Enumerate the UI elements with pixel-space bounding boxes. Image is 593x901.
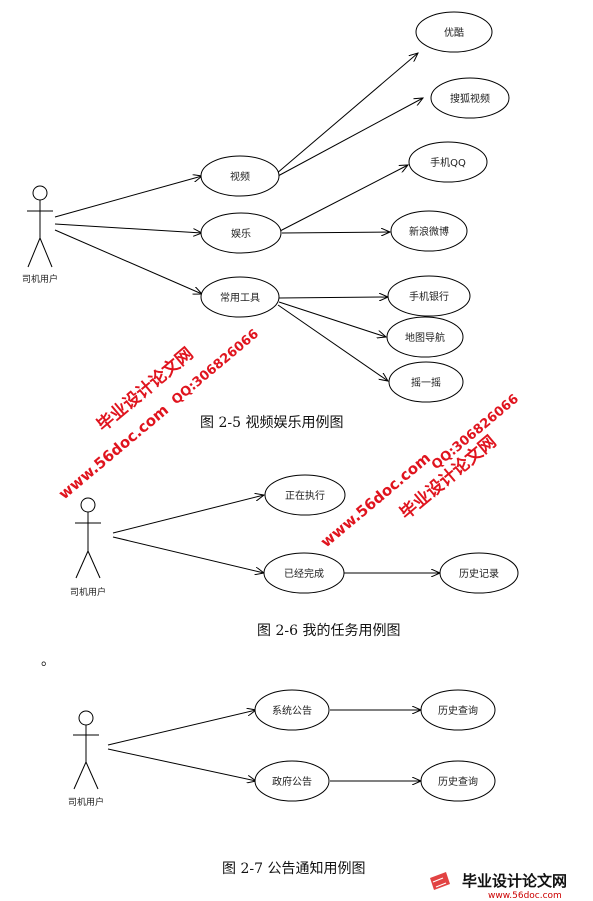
svg-text:视频: 视频: [230, 170, 250, 183]
svg-text:正在执行: 正在执行: [285, 489, 325, 502]
actor-label: 司机用户: [22, 273, 58, 285]
logo-emblem-icon: [430, 872, 450, 890]
use-case-history-query-2: 历史查询: [420, 760, 496, 802]
use-case-history-record: 历史记录: [439, 552, 519, 594]
assoc-actor-video: [54, 176, 202, 218]
actor-label: 司机用户: [68, 796, 104, 808]
svg-text:政府公告: 政府公告: [272, 775, 312, 788]
svg-text:常用工具: 常用工具: [220, 291, 260, 304]
assoc-actor-entertainment: [54, 223, 202, 233]
use-case-sina-weibo: 新浪微博: [390, 210, 468, 252]
caption-figure-2-6: 图 2-6 我的任务用例图: [257, 623, 400, 639]
actor-label: 司机用户: [70, 586, 106, 598]
separator-mark: 。: [41, 653, 55, 669]
figure-2-6: 司机用户 正在执行 已经完成 历史记录 图 2-6 我的任务用例图: [70, 474, 519, 639]
use-case-system-notice: 系统公告: [254, 689, 330, 731]
svg-text:历史查询: 历史查询: [438, 704, 478, 717]
svg-text:优酷: 优酷: [444, 26, 464, 39]
svg-text:系统公告: 系统公告: [272, 704, 312, 717]
assoc-actor-gov: [107, 748, 256, 781]
use-case-video: 视频: [200, 155, 280, 197]
use-case-mobile-bank: 手机银行: [387, 275, 471, 317]
logo-brand: 毕业设计论文网: [462, 872, 567, 890]
actor-driver-user-2: 司机用户: [70, 497, 106, 598]
svg-text:历史查询: 历史查询: [438, 775, 478, 788]
svg-text:搜狐视频: 搜狐视频: [450, 92, 490, 105]
caption-figure-2-5: 图 2-5 视频娱乐用例图: [200, 415, 343, 431]
svg-text:摇一摇: 摇一摇: [411, 376, 441, 389]
assoc-video-sohu: [277, 98, 423, 177]
use-case-map-navigation: 地图导航: [386, 316, 464, 358]
use-case-common-tools: 常用工具: [200, 276, 280, 318]
assoc-video-youku: [275, 53, 418, 175]
actor-driver-user: 司机用户: [22, 185, 58, 285]
use-case-completed: 已经完成: [263, 552, 345, 594]
assoc-actor-tools: [54, 229, 202, 294]
watermark-right: 毕业设计论文网 QQ:306826066 www.56doc.com: [317, 392, 522, 551]
assoc-tools-bank: [278, 297, 388, 298]
figure-2-5: 司机用户 视频 娱乐 常用工具 优酷 搜狐视: [22, 11, 510, 431]
svg-text:手机银行: 手机银行: [409, 290, 449, 303]
figure-2-7: 司机用户 系统公告 政府公告 历史查询 历史查询 图 2-7 公告通知用例图: [68, 689, 496, 877]
svg-text:娱乐: 娱乐: [231, 227, 251, 240]
logo-url: www.56doc.com: [488, 891, 562, 901]
assoc-tools-shake: [277, 304, 388, 381]
use-case-youku: 优酷: [415, 11, 493, 53]
svg-text:历史记录: 历史记录: [459, 568, 499, 580]
assoc-actor-done: [112, 536, 264, 573]
use-case-in-progress: 正在执行: [264, 474, 346, 516]
use-case-sohu-video: 搜狐视频: [430, 77, 510, 119]
assoc-actor-running: [112, 495, 264, 534]
svg-text:已经完成: 已经完成: [284, 567, 324, 580]
use-case-mobile-qq: 手机QQ: [408, 141, 488, 183]
caption-figure-2-7: 图 2-7 公告通知用例图: [222, 860, 365, 877]
actor-driver-user-3: 司机用户: [68, 710, 104, 808]
use-case-shake: 摇一摇: [388, 361, 464, 403]
svg-text:手机QQ: 手机QQ: [430, 156, 466, 169]
assoc-tools-map: [278, 301, 386, 337]
assoc-ent-weibo: [281, 232, 390, 233]
svg-text:地图导航: 地图导航: [405, 331, 445, 344]
site-logo: 毕业设计论文网 www.56doc.com: [430, 872, 567, 901]
svg-text:新浪微博: 新浪微博: [409, 225, 449, 238]
assoc-actor-system: [107, 710, 256, 746]
use-case-entertainment: 娱乐: [200, 212, 282, 254]
assoc-ent-qq: [279, 165, 408, 232]
use-case-gov-notice: 政府公告: [254, 760, 330, 802]
use-case-history-query-1: 历史查询: [420, 689, 496, 731]
